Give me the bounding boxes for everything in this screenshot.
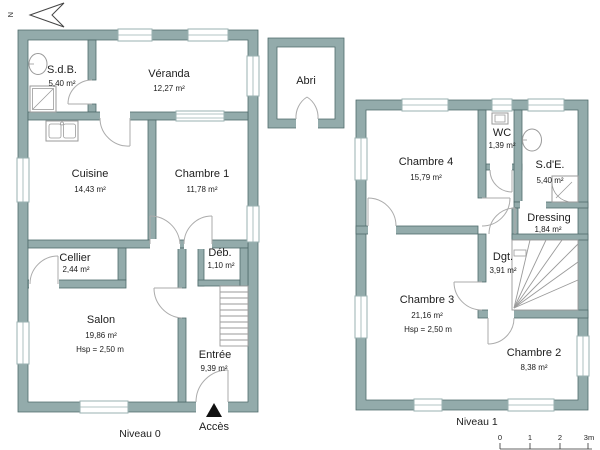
room-area-dressing: 1,84 m² — [534, 225, 561, 234]
access-arrow: Accès — [199, 403, 229, 433]
stairs-level1 — [511, 239, 579, 311]
wall-sde-bottom — [513, 201, 589, 209]
room-label-abri: Abri — [296, 75, 316, 87]
room-ceiling-salon: Hsp = 2,50 m — [76, 345, 124, 354]
scale-tick-2: 2 — [558, 433, 562, 442]
room-label-salon: Salon — [87, 314, 115, 326]
abri-walls — [267, 37, 345, 129]
wall-chambre4-bottom — [355, 225, 479, 235]
level0-caption: Niveau 0 — [119, 428, 161, 440]
toilet-icon — [491, 112, 509, 125]
room-label-chambre4: Chambre 4 — [399, 156, 453, 168]
room-label-cellier: Cellier — [59, 252, 91, 264]
room-area-chambre2: 8,38 m² — [520, 363, 547, 372]
stairs-level0 — [219, 285, 249, 347]
wall-chambre3-right — [477, 233, 487, 283]
level0-windows — [16, 28, 260, 414]
room-area-cellier: 2,44 m² — [62, 265, 89, 274]
scale-tick-1: 1 — [528, 433, 532, 442]
wall-dressing-bottom — [511, 233, 589, 241]
level-1: Chambre 4 15,79 m² WC 1,39 m² S.d'E. 5,4… — [354, 98, 590, 428]
room-area-sdb: 5,40 m² — [48, 79, 75, 88]
room-area-sde: 5,40 m² — [536, 176, 563, 185]
room-label-sdb: S.d.B. — [47, 64, 77, 76]
bathroom-sink-icon — [28, 53, 48, 75]
room-label-chambre3: Chambre 3 — [400, 294, 454, 306]
room-area-dgt: 3,91 m² — [489, 266, 516, 275]
wall-sdb-veranda-stub — [87, 103, 97, 113]
room-ceiling-chambre3: Hsp = 2,50 m — [404, 325, 452, 334]
room-label-entree: Entrée — [199, 349, 231, 361]
scale-bar: 0 1 2 3m — [498, 433, 594, 450]
level1-caption: Niveau 1 — [456, 416, 498, 428]
level1-doors — [367, 169, 516, 345]
access-arrow-icon — [206, 403, 222, 417]
door-gap — [184, 239, 212, 249]
door-gap — [296, 118, 318, 129]
room-area-cuisine: 14,43 m² — [74, 185, 106, 194]
room-label-sde: S.d'E. — [535, 159, 564, 171]
wall-wc-sde — [513, 109, 523, 203]
scale-tick-3: 3m — [584, 433, 594, 442]
north-arrow-icon — [28, 2, 65, 28]
room-label-dgt: Dgt. — [493, 251, 513, 263]
room-area-entree: 9,39 m² — [200, 364, 227, 373]
abri: Abri — [267, 37, 345, 129]
wall-deb-right — [239, 247, 249, 287]
wall-cellier-bottom — [27, 279, 127, 289]
shower-icon — [29, 85, 57, 113]
abri-door-arc — [295, 96, 308, 120]
scale-tick-0: 0 — [498, 433, 502, 442]
wall-cellier-right — [117, 247, 127, 281]
north-label: N — [6, 12, 15, 17]
wall-chambre4-right — [477, 109, 487, 199]
door-gap — [488, 309, 514, 319]
room-label-cuisine: Cuisine — [72, 168, 109, 180]
room-label-dressing: Dressing — [527, 212, 570, 224]
door-gap — [100, 111, 130, 121]
shower-icon — [551, 175, 579, 203]
room-label-chambre1: Chambre 1 — [175, 168, 229, 180]
room-label-chambre2: Chambre 2 — [507, 347, 561, 359]
wall-cuisine-chambre1 — [147, 119, 157, 241]
wall-sdb-veranda — [87, 39, 97, 81]
door-gap — [150, 239, 180, 249]
room-area-salon: 19,86 m² — [85, 331, 117, 340]
access-label: Accès — [199, 421, 229, 433]
level0-doors — [29, 79, 229, 403]
level1-windows — [354, 98, 590, 412]
abri-door-arc — [306, 96, 319, 120]
wall-h2 — [27, 239, 249, 249]
door-gap — [368, 225, 396, 235]
room-area-deb: 1,10 m² — [207, 261, 234, 270]
bathroom-sink-icon — [522, 128, 542, 152]
level-0: S.d.B. 5,40 m² Véranda 12,27 m² Cuisine … — [16, 28, 260, 440]
room-area-wc: 1,39 m² — [488, 141, 515, 150]
door-gap — [490, 163, 512, 171]
room-area-chambre4: 15,79 m² — [410, 173, 442, 182]
wall-h1 — [27, 111, 249, 121]
door-gap — [29, 279, 59, 289]
room-area-chambre3: 21,16 m² — [411, 311, 443, 320]
kitchen-sink-icon — [45, 120, 79, 142]
room-label-veranda: Véranda — [148, 68, 190, 80]
wall-entree-top — [177, 247, 187, 289]
room-label-wc: WC — [493, 127, 511, 139]
door-gap — [520, 201, 546, 209]
wall-deb-bottom — [197, 279, 241, 287]
wall-salon-entree — [177, 317, 187, 403]
room-area-chambre1: 11,78 m² — [187, 185, 218, 194]
room-area-veranda: 12,27 m² — [153, 84, 185, 93]
room-label-deb: Déb. — [208, 247, 231, 259]
north-arrow: N — [6, 2, 65, 28]
